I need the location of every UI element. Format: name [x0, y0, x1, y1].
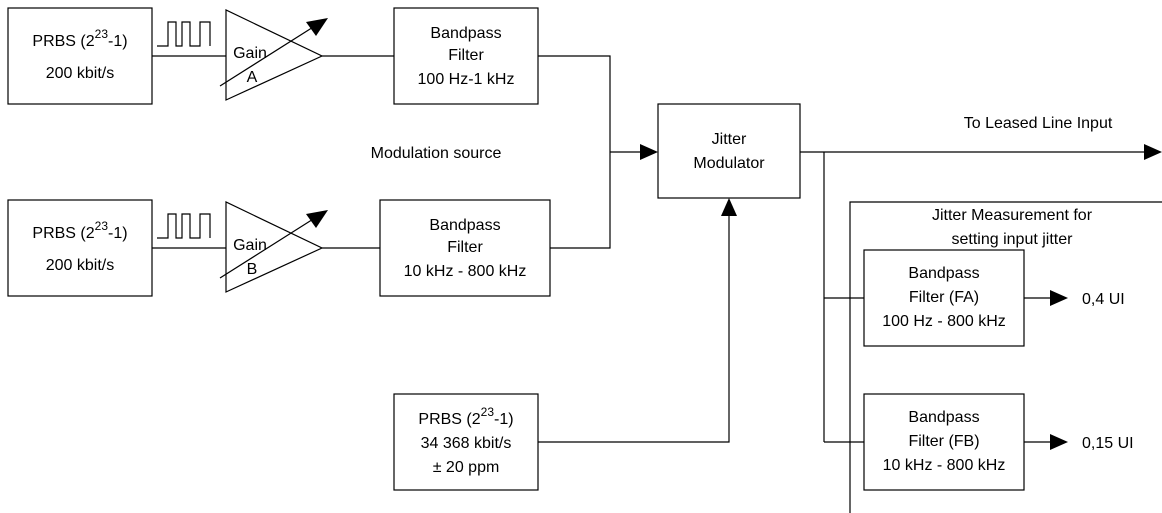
bpf-b-line3: 10 kHz - 800 kHz: [404, 263, 527, 280]
gain-a-letter: A: [247, 69, 258, 86]
prbs-b-block: PRBS (223-1) 200 kbit/s: [7, 199, 153, 297]
adjust-arrow-icon: [306, 18, 328, 36]
jitter-mod-line2: Modulator: [693, 155, 765, 172]
out-fb-value: 0,15 UI: [1082, 435, 1134, 452]
bandpass-filter-a: Bandpass Filter 100 Hz-1 kHz: [393, 7, 539, 105]
bandpass-filter-fa: Bandpass Filter (FA) 100 Hz - 800 kHz: [863, 249, 1025, 347]
gain-a-amplifier: Gain A: [219, 9, 328, 101]
bpf-fb-line3: 10 kHz - 800 kHz: [883, 457, 1006, 474]
to-leased-line-label: To Leased Line Input: [964, 115, 1113, 132]
arrow-icon: [721, 198, 737, 216]
gain-b-letter: B: [247, 261, 258, 278]
prbs-b-line1: PRBS (223-1): [32, 219, 127, 242]
bandpass-filter-fb: Bandpass Filter (FB) 10 kHz - 800 kHz: [863, 393, 1025, 491]
wire-prbs-c-to-modulator: [538, 216, 730, 443]
measurement-label-line1: Jitter Measurement for: [932, 207, 1093, 224]
bpf-fb-line2: Filter (FB): [908, 433, 979, 450]
bpf-fb-line1: Bandpass: [908, 409, 979, 426]
prbs-c-line1: PRBS (223-1): [418, 405, 513, 428]
arrow-icon: [1050, 434, 1068, 450]
bandpass-filter-b: Bandpass Filter 10 kHz - 800 kHz: [379, 199, 551, 297]
prbs-a-rate: 200 kbit/s: [46, 65, 114, 82]
bpf-a-line3: 100 Hz-1 kHz: [418, 71, 515, 88]
pulse-train-icon: [157, 21, 211, 47]
wire-bpf-b-out: [550, 152, 611, 249]
prbs-c-rate: 34 368 kbit/s: [421, 435, 512, 452]
prbs-c-tolerance: ± 20 ppm: [433, 459, 500, 476]
gain-a-label: Gain: [233, 45, 267, 62]
bpf-a-line1: Bandpass: [430, 25, 501, 42]
bpf-a-line2: Filter: [448, 47, 484, 64]
adjust-arrow-icon: [306, 210, 328, 228]
pulse-train-icon: [157, 213, 211, 239]
gain-b-label: Gain: [233, 237, 267, 254]
prbs-a-block: PRBS (223-1) 200 kbit/s: [7, 7, 153, 105]
prbs-c-block: PRBS (223-1) 34 368 kbit/s ± 20 ppm: [393, 393, 539, 491]
arrow-icon: [640, 144, 658, 160]
bpf-fa-line1: Bandpass: [908, 265, 979, 282]
bpf-fa-line3: 100 Hz - 800 kHz: [882, 313, 1006, 330]
jitter-modulator: Jitter Modulator: [657, 103, 801, 199]
out-fa-value: 0,4 UI: [1082, 291, 1125, 308]
jitter-mod-line1: Jitter: [712, 131, 747, 148]
arrow-icon: [1144, 144, 1162, 160]
arrow-icon: [1050, 290, 1068, 306]
bpf-fa-line2: Filter (FA): [909, 289, 979, 306]
bpf-b-line1: Bandpass: [429, 217, 500, 234]
measurement-region-border: [849, 201, 1162, 513]
bpf-b-line2: Filter: [447, 239, 483, 256]
measurement-label-line2: setting input jitter: [952, 231, 1074, 248]
wire-bpf-a-out: [538, 55, 611, 152]
prbs-b-rate: 200 kbit/s: [46, 257, 114, 274]
modulation-source-label: Modulation source: [371, 145, 502, 162]
gain-b-amplifier: Gain B: [219, 201, 328, 293]
prbs-a-line1: PRBS (223-1): [32, 27, 127, 50]
